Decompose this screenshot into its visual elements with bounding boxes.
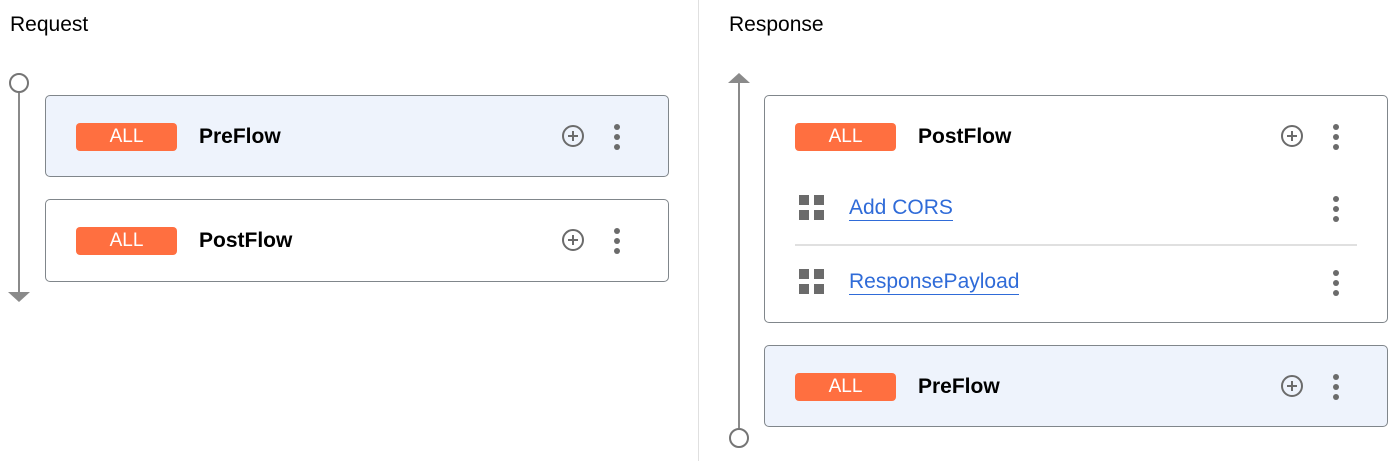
step-link-add-cors[interactable]: Add CORS bbox=[849, 196, 953, 221]
more-options-icon[interactable] bbox=[1333, 374, 1339, 400]
flow-name: PostFlow bbox=[918, 125, 1012, 148]
policy-icon bbox=[799, 195, 824, 220]
method-badge: ALL bbox=[795, 373, 896, 401]
flow-name: PreFlow bbox=[199, 125, 281, 148]
flow-card-preflow[interactable]: ALL PreFlow bbox=[45, 95, 669, 177]
response-title: Response bbox=[729, 13, 824, 36]
step-link-response-payload[interactable]: ResponsePayload bbox=[849, 270, 1020, 295]
flow-name: PostFlow bbox=[199, 229, 293, 252]
step-more-options-icon[interactable] bbox=[1333, 270, 1339, 296]
arrow-up-icon bbox=[728, 73, 750, 83]
flow-card-postflow[interactable]: ALL PostFlow Add CORS ResponsePayload bbox=[764, 95, 1388, 323]
method-badge: ALL bbox=[795, 123, 896, 151]
add-step-icon[interactable] bbox=[1281, 375, 1303, 397]
add-step-icon[interactable] bbox=[1281, 125, 1303, 147]
method-badge: ALL bbox=[76, 227, 177, 255]
more-options-icon[interactable] bbox=[614, 228, 620, 254]
flow-card-preflow[interactable]: ALL PreFlow bbox=[764, 345, 1388, 427]
timeline-end-circle bbox=[729, 428, 749, 448]
panel-divider bbox=[698, 0, 699, 461]
flow-name: PreFlow bbox=[918, 375, 1000, 398]
method-badge: ALL bbox=[76, 123, 177, 151]
flow-card-postflow[interactable]: ALL PostFlow bbox=[45, 199, 669, 282]
arrow-down-icon bbox=[8, 292, 30, 302]
step-more-options-icon[interactable] bbox=[1333, 196, 1339, 222]
timeline-line bbox=[18, 93, 20, 293]
step-divider bbox=[795, 244, 1357, 246]
request-title: Request bbox=[10, 13, 89, 36]
more-options-icon[interactable] bbox=[614, 124, 620, 150]
add-step-icon[interactable] bbox=[562, 125, 584, 147]
more-options-icon[interactable] bbox=[1333, 124, 1339, 150]
timeline-line bbox=[738, 82, 740, 428]
policy-icon bbox=[799, 269, 824, 294]
add-step-icon[interactable] bbox=[562, 229, 584, 251]
timeline-start-circle bbox=[9, 73, 29, 93]
